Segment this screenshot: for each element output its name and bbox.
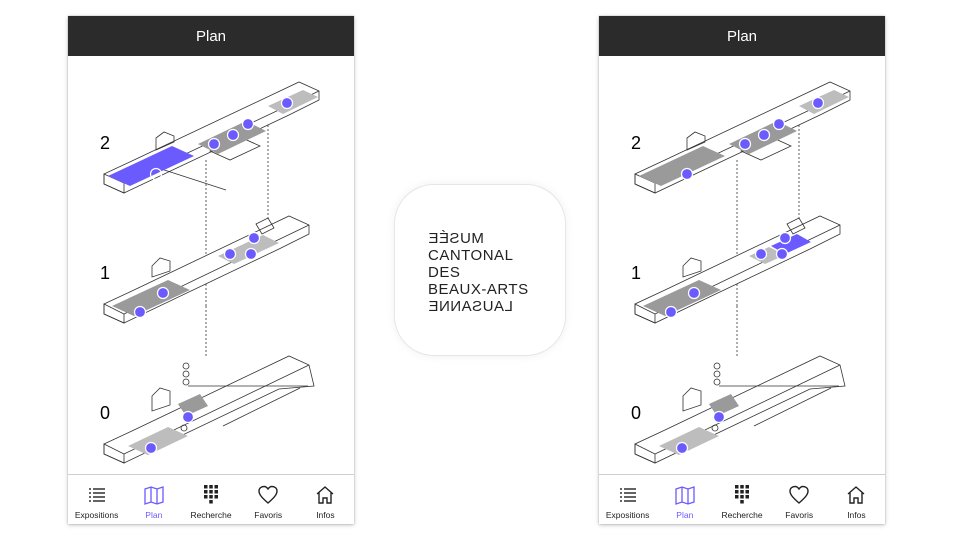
- tab-recherche[interactable]: Recherche: [713, 475, 770, 524]
- floor-plan-map[interactable]: 2 1 0: [599, 56, 885, 475]
- tab-plan[interactable]: Plan: [656, 475, 713, 524]
- tab-infos[interactable]: Infos: [828, 475, 885, 524]
- tab-label: Recherche: [190, 510, 232, 520]
- tab-infos[interactable]: Infos: [297, 475, 354, 524]
- tab-label: Favoris: [785, 510, 814, 520]
- tab-bar: Expositions Plan Recherche Fav: [599, 474, 885, 524]
- tab-plan[interactable]: Plan: [125, 475, 182, 524]
- floor-plan-drawing: [103, 81, 320, 464]
- top-bar: Plan: [599, 16, 885, 56]
- home-icon: [847, 486, 865, 504]
- tab-bar: Expositions Plan Recherche Fav: [68, 474, 354, 524]
- keypad-icon: [204, 485, 218, 504]
- floor-plan-map[interactable]: 2 1 0: [68, 56, 354, 475]
- list-icon: [88, 488, 105, 502]
- floor-label-2: 2: [631, 133, 642, 153]
- floor-plan-drawing: [634, 81, 851, 464]
- floor-label-0: 0: [100, 403, 111, 423]
- phone-screen-left: Plan 2 1 0: [68, 16, 354, 524]
- map-icon: [675, 486, 695, 505]
- tab-label: Expositions: [74, 510, 119, 520]
- page-title: Plan: [195, 27, 227, 45]
- logo-line-2: CANTONAL: [428, 247, 514, 264]
- tab-favoris[interactable]: Favoris: [240, 475, 297, 524]
- tab-favoris[interactable]: Favoris: [771, 475, 828, 524]
- app-icon[interactable]: MUSÉE CANTONAL DES BEAUX-ARTS LAUSANNE: [394, 184, 566, 356]
- museum-logo: MUSÉE CANTONAL DES BEAUX-ARTS LAUSANNE: [428, 230, 529, 315]
- tab-label: Recherche: [721, 510, 763, 520]
- logo-line-5: LAUSANNE: [428, 298, 513, 315]
- floor-label-2: 2: [100, 133, 111, 153]
- tab-expositions[interactable]: Expositions: [599, 475, 656, 524]
- tab-label: Plan: [145, 510, 163, 520]
- heart-icon: [789, 485, 809, 504]
- home-icon: [316, 486, 334, 504]
- heart-icon: [258, 485, 278, 504]
- tab-expositions[interactable]: Expositions: [68, 475, 125, 524]
- tab-label: Favoris: [254, 510, 283, 520]
- logo-line-4: BEAUX-ARTS: [428, 281, 529, 298]
- tab-label: Plan: [676, 510, 694, 520]
- tab-label: Infos: [316, 510, 335, 520]
- floor-label-1: 1: [100, 263, 111, 283]
- logo-line-3: DES: [428, 264, 461, 281]
- map-icon: [144, 486, 164, 505]
- logo-line-1: MUSÉE: [428, 230, 484, 247]
- page-title: Plan: [726, 27, 758, 45]
- tab-recherche[interactable]: Recherche: [182, 475, 239, 524]
- phone-screen-right: Plan 2 1 0: [599, 16, 885, 524]
- tab-label: Expositions: [605, 510, 650, 520]
- keypad-icon: [735, 485, 749, 504]
- floor-label-0: 0: [631, 403, 642, 423]
- top-bar: Plan: [68, 16, 354, 56]
- floor-label-1: 1: [631, 263, 642, 283]
- list-icon: [619, 488, 636, 502]
- tab-label: Infos: [847, 510, 866, 520]
